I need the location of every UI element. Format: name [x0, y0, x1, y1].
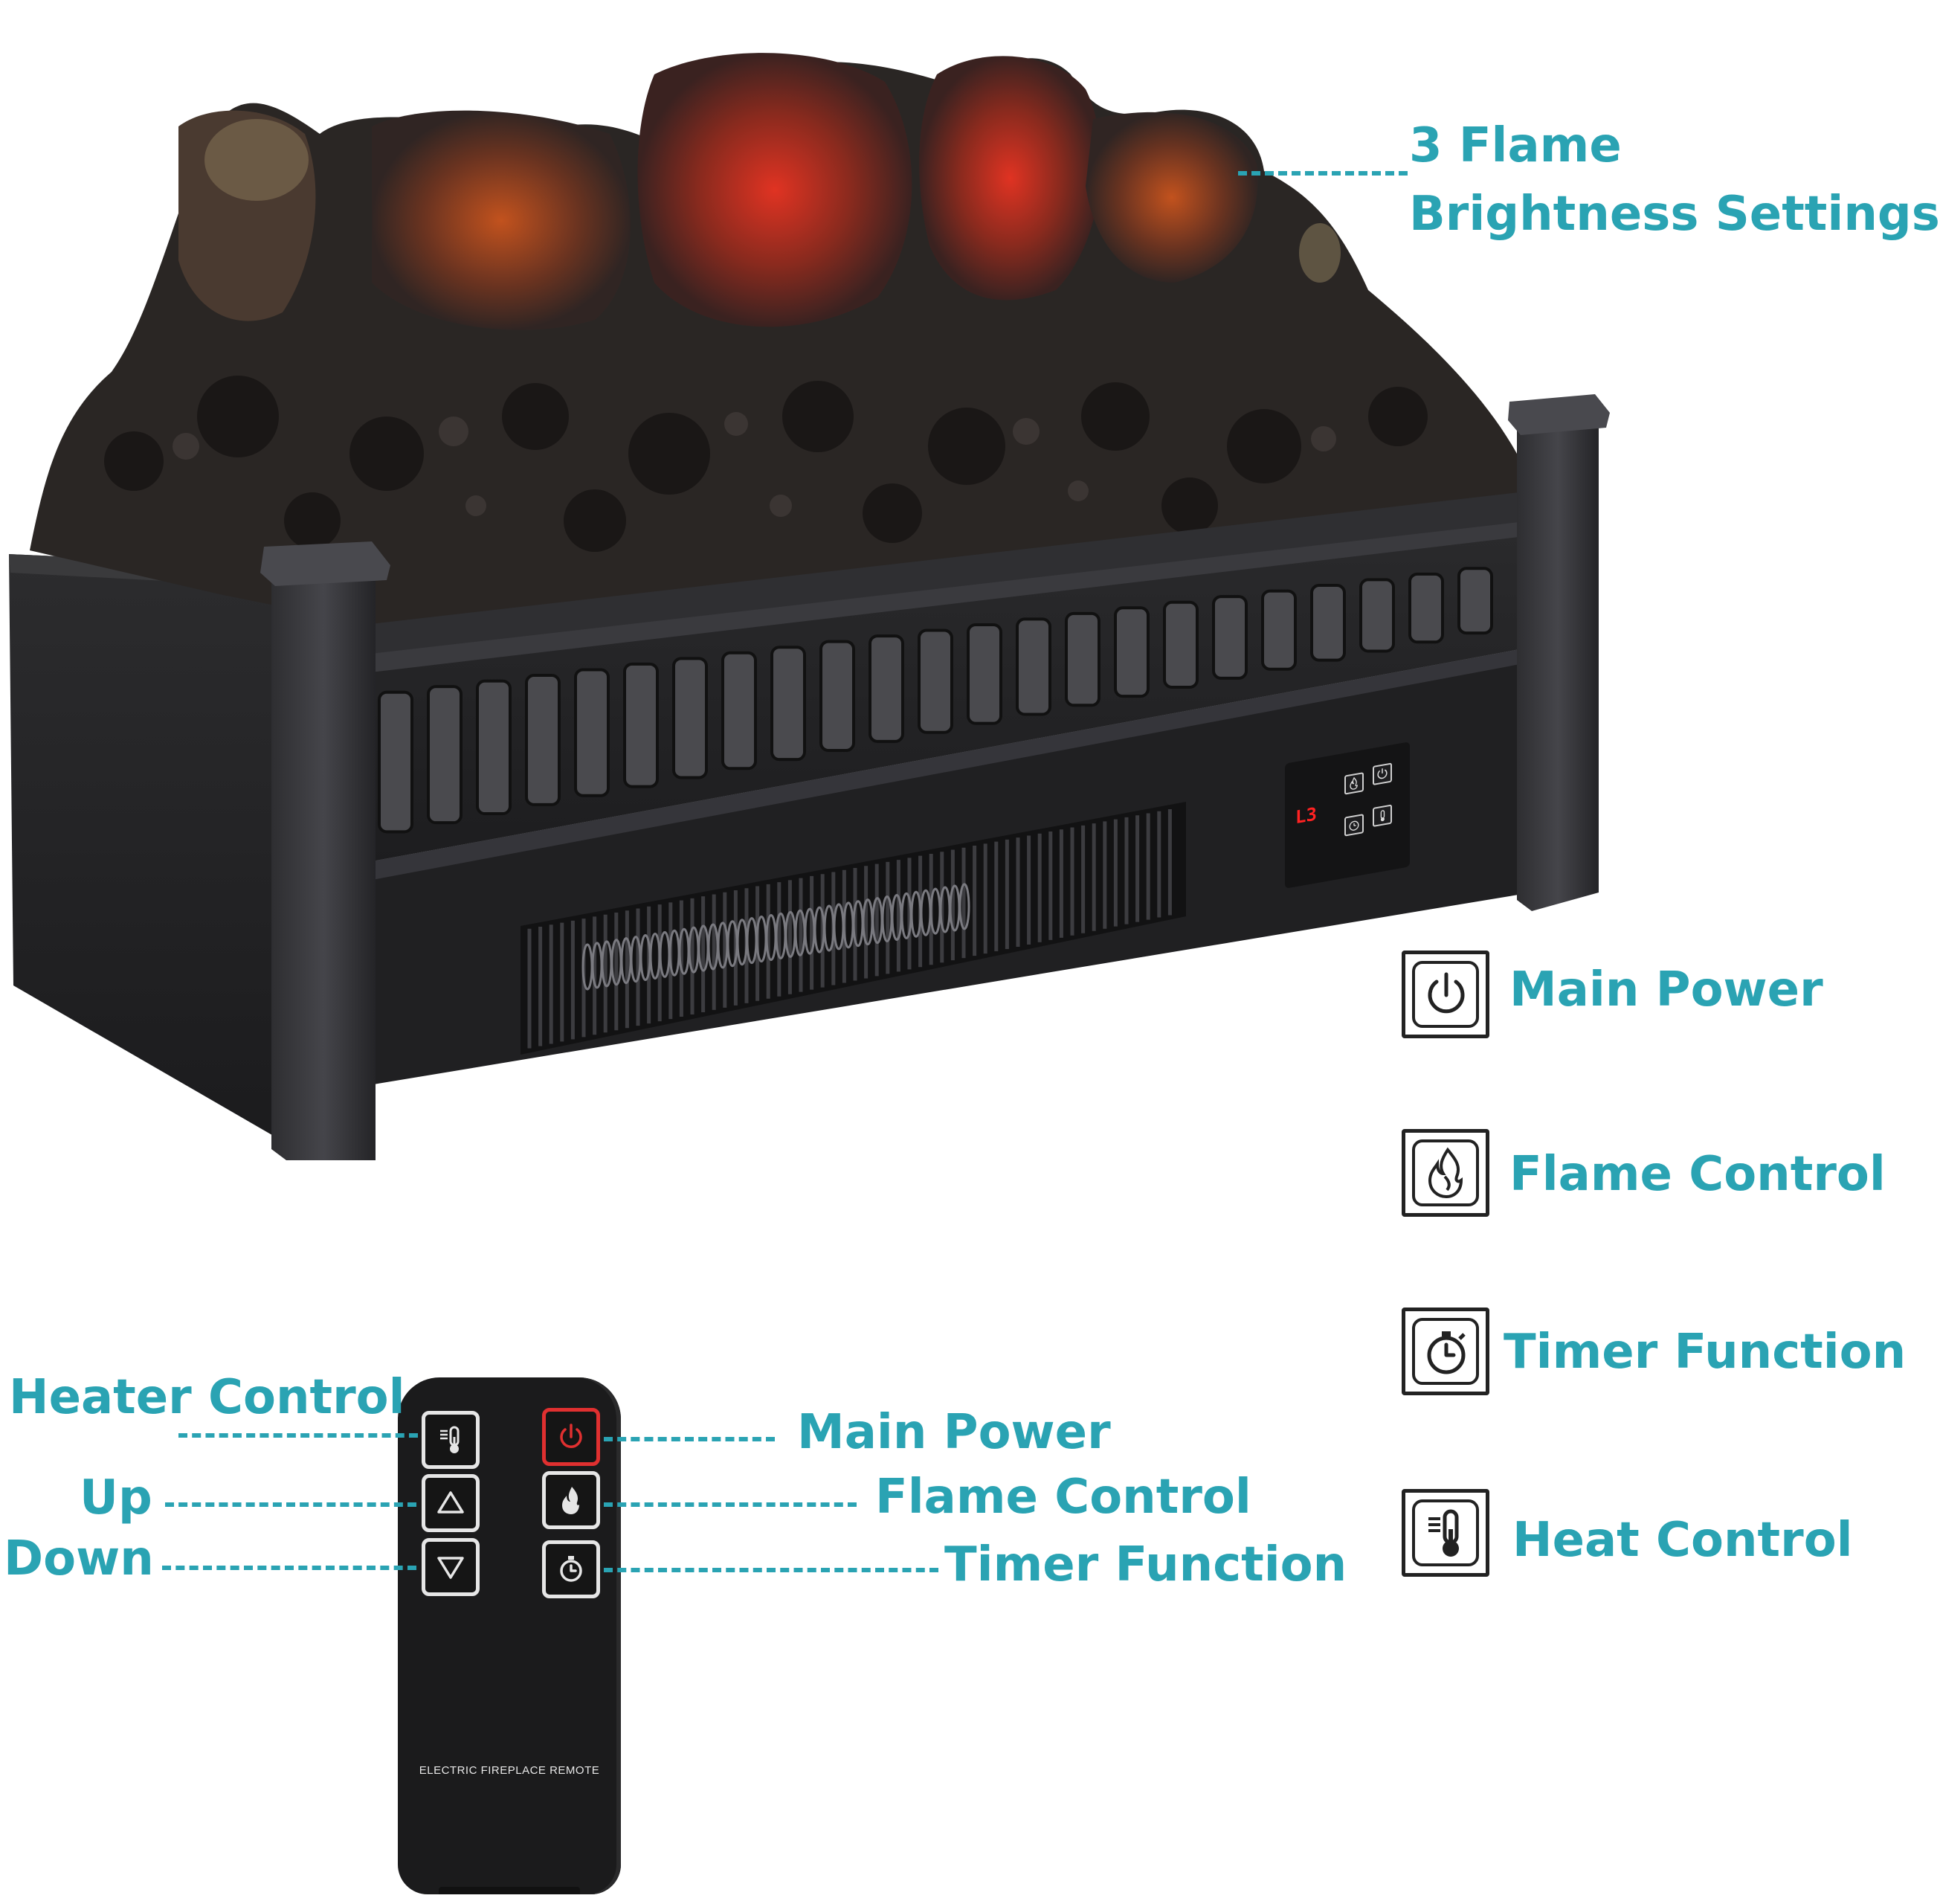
grate-slot	[1408, 572, 1444, 644]
panel-power-button[interactable]	[1373, 762, 1392, 786]
remote-bottom-edge	[439, 1887, 580, 1894]
legend-icon-box-flame	[1402, 1129, 1489, 1217]
dash-flame-control	[604, 1502, 857, 1507]
panel-heat-button[interactable]	[1373, 804, 1392, 828]
power-icon	[1428, 972, 1465, 1014]
timer-icon	[1427, 1331, 1466, 1374]
legend-icon-box-timer	[1402, 1308, 1489, 1395]
grate-slot	[623, 662, 659, 788]
grate-slot	[770, 646, 806, 762]
power-icon	[560, 1424, 582, 1448]
grate-slot	[918, 628, 953, 734]
thermometer-icon	[1428, 1509, 1459, 1557]
timer-icon	[1349, 820, 1359, 831]
triangle-down-icon	[437, 1557, 464, 1579]
grate-slot	[525, 674, 561, 806]
remote-label-down: Down	[4, 1531, 154, 1586]
remote-caption: ELECTRIC FIREPLACE REMOTE	[419, 1764, 600, 1777]
grate-slot	[1359, 578, 1395, 653]
dash-heater-control	[178, 1433, 418, 1438]
grate-slot	[1163, 600, 1199, 689]
power-icon	[1377, 768, 1388, 779]
thermometer-icon	[440, 1426, 460, 1453]
panel-timer-button[interactable]	[1344, 814, 1364, 837]
thermometer-icon	[1380, 810, 1385, 822]
remote-up-button[interactable]	[422, 1474, 480, 1532]
remote-label-main-power: Main Power	[797, 1405, 1111, 1460]
grate-slot	[819, 640, 855, 753]
legend-label-timer: Timer Function	[1504, 1325, 1907, 1380]
callout-flame-brightness: 3 Flame Brightness Settings	[1409, 118, 1940, 242]
fireplace-insert-illustration	[9, 53, 1610, 1160]
grate-slot	[574, 668, 610, 797]
flame-icon	[562, 1487, 579, 1514]
remote-heater-button[interactable]	[422, 1411, 480, 1469]
dash-main-power	[604, 1437, 775, 1441]
timer-icon	[560, 1556, 582, 1582]
legend-label-flame: Flame Control	[1509, 1147, 1886, 1202]
remote-down-button[interactable]	[422, 1538, 480, 1596]
grate-slot	[869, 634, 904, 743]
control-panel: L3	[1285, 742, 1410, 889]
grate-slot	[427, 685, 463, 825]
grate-slot	[476, 679, 512, 816]
flame-icon	[1350, 776, 1358, 790]
grate-slot	[967, 623, 1002, 725]
panel-flame-button[interactable]	[1344, 772, 1364, 795]
remote-label-timer-function: Timer Function	[944, 1537, 1347, 1592]
legend-label-heat: Heat Control	[1512, 1513, 1853, 1568]
grate-slot	[1261, 589, 1297, 671]
grate-slot	[1065, 611, 1100, 707]
remote-label-heater-control: Heater Control	[9, 1370, 405, 1425]
legend-label-power: Main Power	[1509, 962, 1823, 1017]
grate-slot	[672, 657, 708, 779]
remote-power-button[interactable]	[542, 1408, 600, 1466]
triangle-up-icon	[437, 1491, 464, 1514]
grate-slot	[1016, 617, 1051, 716]
grate-slot	[378, 690, 413, 834]
remote-label-up: Up	[80, 1470, 152, 1525]
grate-slot	[721, 651, 757, 771]
grate-slot	[1457, 567, 1493, 635]
dash-down	[162, 1566, 416, 1570]
grate-slot	[1114, 606, 1150, 698]
remote-flame-button[interactable]	[542, 1471, 600, 1529]
dash-up	[165, 1502, 416, 1507]
remote-label-flame-control: Flame Control	[875, 1470, 1251, 1525]
grate-slot	[1212, 595, 1248, 680]
flame-icon	[1428, 1147, 1463, 1199]
legend-icon-box-power	[1402, 951, 1489, 1038]
panel-display: L3	[1295, 803, 1317, 829]
heating-coil-loop	[958, 883, 970, 930]
dash-timer-function	[604, 1568, 938, 1572]
remote-timer-button[interactable]	[542, 1540, 600, 1598]
callout-dash-flame-brightness	[1238, 171, 1408, 176]
legend-icon-box-heat	[1402, 1489, 1489, 1577]
grate-slot	[1310, 583, 1346, 662]
